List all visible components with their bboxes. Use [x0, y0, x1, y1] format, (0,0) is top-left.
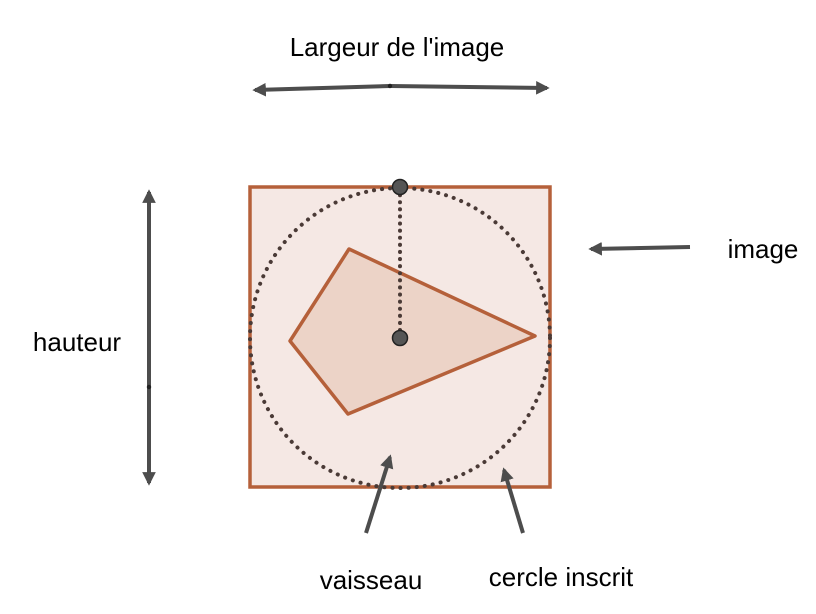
image-pointer-arrow: [588, 241, 691, 256]
width-arrow: [252, 81, 550, 97]
circle-label: cercle inscrit: [489, 562, 634, 592]
height-arrow: [142, 189, 156, 486]
width-label: Largeur de l'image: [290, 32, 505, 62]
center-point: [391, 329, 409, 347]
ship-label: vaisseau: [320, 565, 423, 595]
image-label: image: [728, 234, 799, 264]
ship-polygon: [288, 247, 537, 416]
ship-pointer-arrow: [364, 454, 394, 534]
height-label: hauteur: [33, 327, 122, 357]
top-point: [391, 178, 409, 196]
circle-pointer-arrow: [500, 467, 525, 534]
